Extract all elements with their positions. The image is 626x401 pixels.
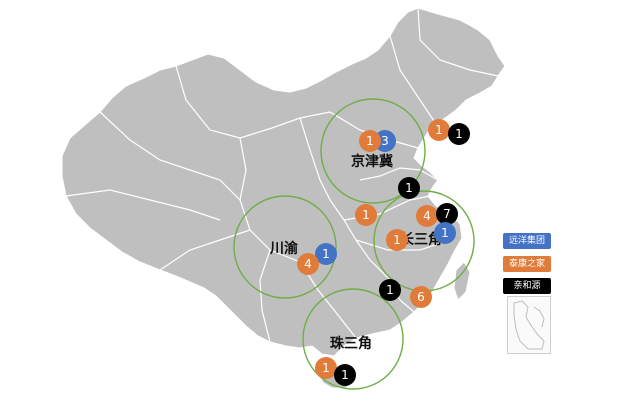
marker-dot (315, 357, 337, 379)
inset-islands (513, 300, 545, 350)
legend-item-qinheyuan: 亲和源 (503, 278, 551, 294)
marker-dot (334, 364, 356, 386)
marker-dot (436, 203, 458, 225)
marker-count: 1 (366, 134, 374, 148)
marker-count: 1 (441, 226, 449, 240)
marker-count: 4 (423, 209, 431, 223)
marker-taikang: 1 (359, 130, 381, 152)
marker-dot (428, 119, 450, 141)
region-label-cy: 川渝 (269, 240, 299, 257)
marker-count: 1 (455, 127, 463, 141)
marker-yuanyang: 1 (315, 243, 337, 265)
marker-qinheyuan: 7 (436, 203, 458, 225)
marker-taikang: 4 (416, 205, 438, 227)
marker-taikang: 1 (355, 204, 377, 226)
legend-item-yuanyang: 远洋集团 (503, 233, 551, 249)
marker-dot (386, 229, 408, 251)
marker-qinheyuan: 1 (334, 364, 356, 386)
marker-count: 1 (362, 208, 370, 222)
region-label-csj: 长三角 (400, 231, 442, 248)
legend-label-yuanyang: 远洋集团 (508, 236, 545, 246)
marker-count: 4 (304, 257, 312, 271)
marker-count: 6 (417, 290, 425, 304)
marker-count: 1 (405, 181, 413, 195)
marker-count: 7 (443, 207, 451, 221)
region-circle-cy (233, 195, 337, 299)
south-china-sea-inset (507, 296, 551, 354)
marker-taikang: 1 (428, 119, 450, 141)
marker-taikang: 1 (315, 357, 337, 379)
marker-count: 1 (386, 283, 394, 297)
marker-dot (355, 204, 377, 226)
region-circle-jjj (320, 98, 426, 204)
marker-yuanyang: 1 (434, 222, 456, 244)
marker-taikang: 4 (297, 253, 319, 275)
legend-label-taikang: 泰康之家 (508, 259, 545, 269)
region-label-jjj: 京津冀 (351, 153, 393, 170)
marker-dot (359, 130, 381, 152)
marker-count: 1 (322, 361, 330, 375)
marker-count: 1 (322, 247, 330, 261)
marker-qinheyuan: 1 (398, 177, 420, 199)
taiwan-island (453, 261, 471, 301)
marker-dot (434, 222, 456, 244)
legend-label-qinheyuan: 亲和源 (513, 281, 541, 291)
marker-qinheyuan: 1 (379, 279, 401, 301)
marker-dot (416, 205, 438, 227)
marker-dot (297, 253, 319, 275)
marker-taikang: 1 (386, 229, 408, 251)
marker-dot (315, 243, 337, 265)
marker-count: 3 (381, 134, 389, 148)
marker-count: 1 (341, 368, 349, 382)
region-circle-zsj (302, 288, 404, 390)
marker-taikang: 6 (410, 286, 432, 308)
marker-count: 1 (393, 233, 401, 247)
marker-qinheyuan: 1 (448, 123, 470, 145)
legend-item-taikang: 泰康之家 (503, 256, 551, 272)
region-label-zsj: 珠三角 (330, 335, 372, 352)
marker-count: 1 (435, 123, 443, 137)
marker-dot (398, 177, 420, 199)
marker-dot (410, 286, 432, 308)
china-landmass (61, 7, 506, 357)
marker-dot (379, 279, 401, 301)
marker-dot (448, 123, 470, 145)
